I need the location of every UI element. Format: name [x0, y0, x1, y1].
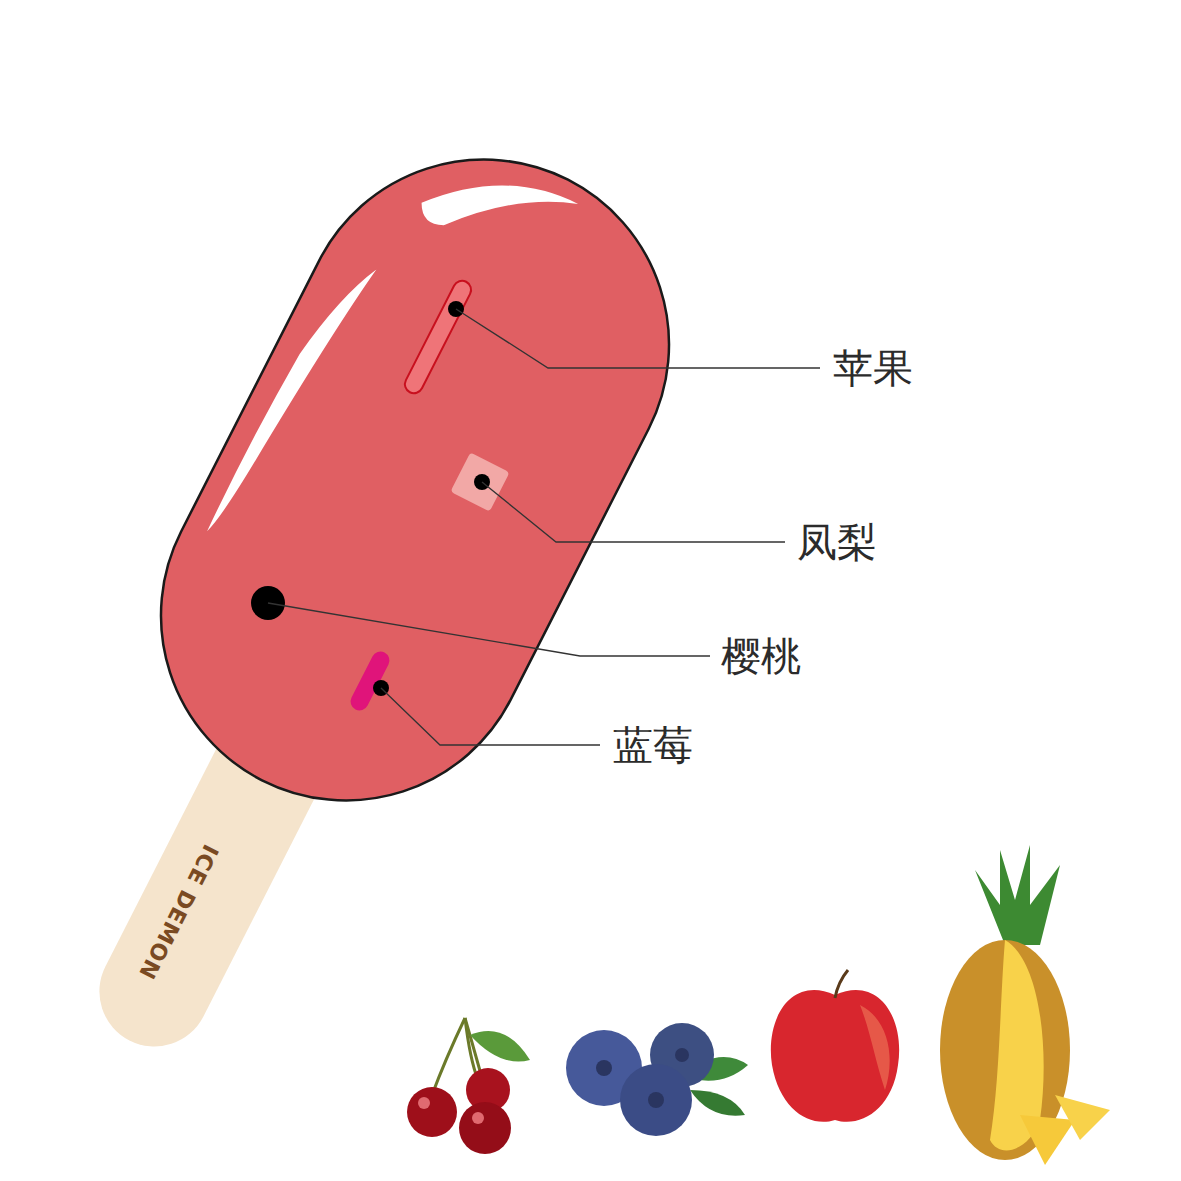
cherries-picture: [407, 1018, 530, 1154]
pineapple-picture: [940, 845, 1110, 1165]
pineapple-piece: [450, 452, 509, 511]
highlight: [206, 254, 376, 545]
leader-line: [456, 309, 820, 368]
fruit-label: 蓝莓: [613, 725, 693, 765]
leader-line: [268, 603, 710, 656]
highlight: [416, 140, 579, 278]
fruit-label: 凤梨: [797, 522, 877, 562]
leader-line: [482, 482, 785, 542]
popsicle-body: [97, 96, 733, 865]
apple-picture: [771, 970, 899, 1122]
fruit-label: 苹果: [833, 348, 913, 388]
fruit-label: 樱桃: [721, 636, 801, 676]
blueberry-piece: [347, 648, 392, 713]
apple-piece: [402, 278, 474, 397]
leader-line: [381, 688, 600, 745]
blueberries-picture: [566, 1023, 748, 1136]
